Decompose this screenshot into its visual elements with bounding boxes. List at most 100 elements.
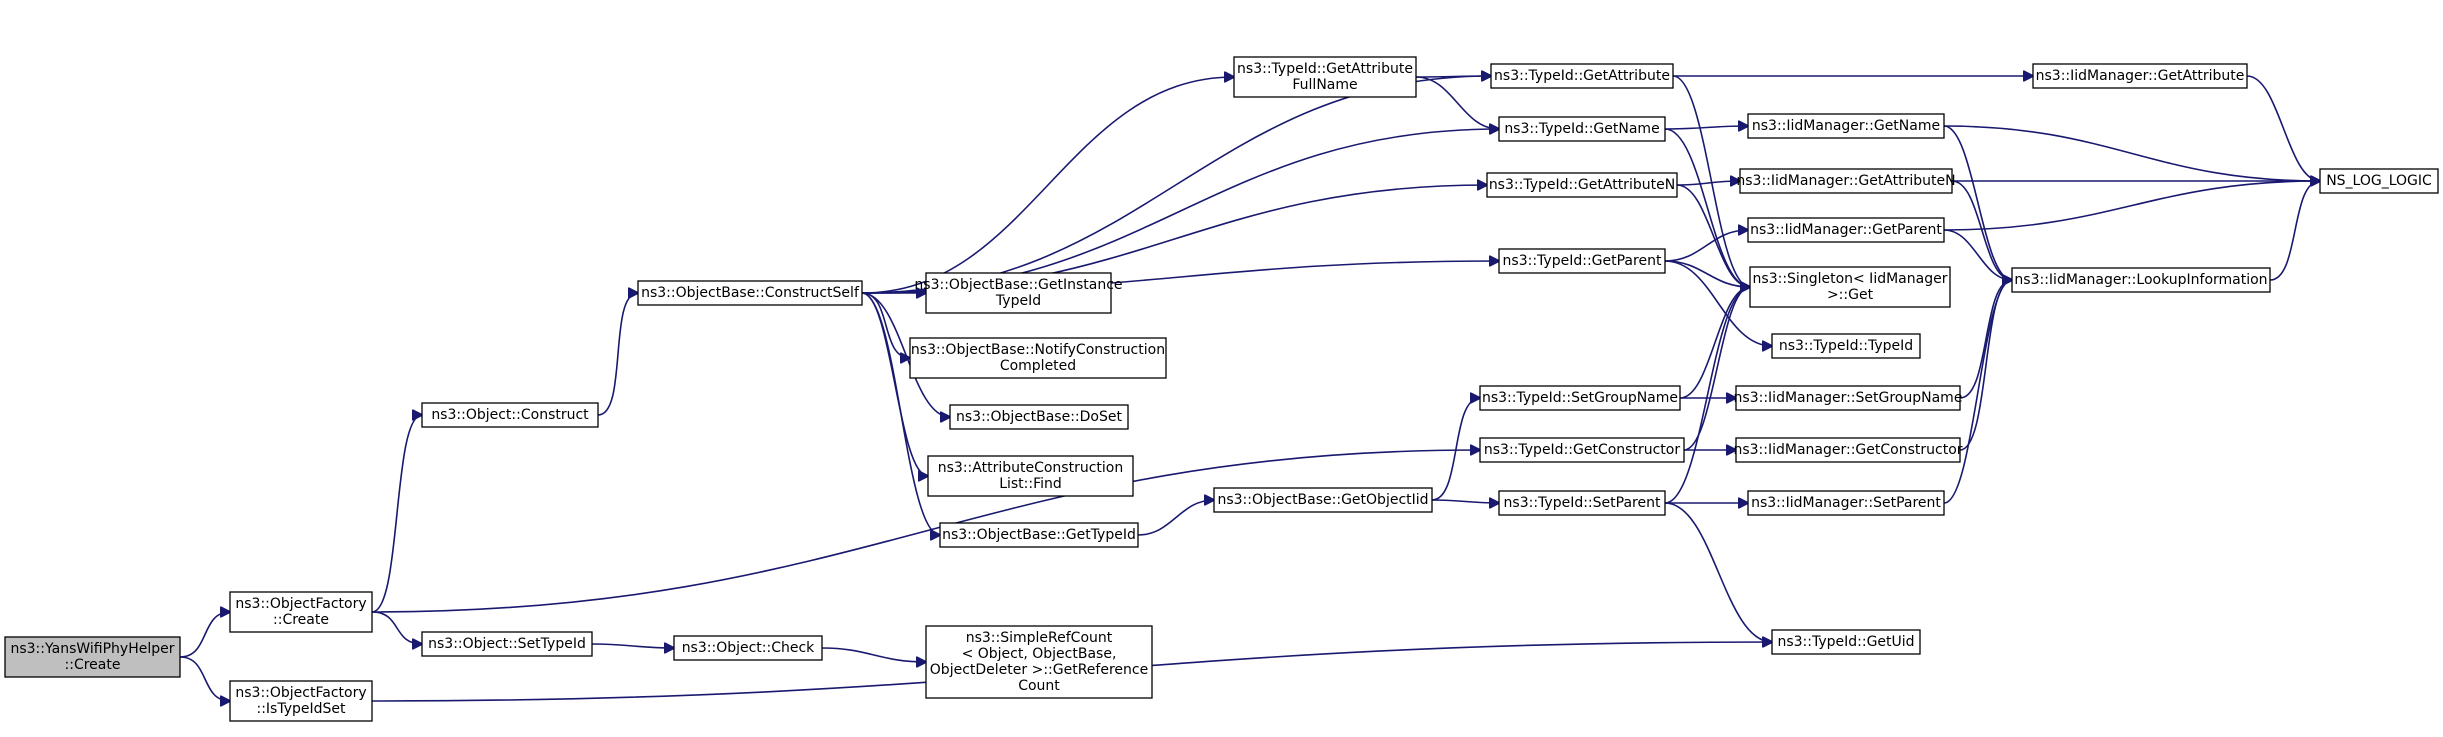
edge-ob-getobjectiid-to-tid-setgroupname: [1431, 398, 1480, 501]
node-iid-setparent[interactable]: ns3::IidManager::SetParent: [1747, 490, 1945, 516]
node-box: [1486, 172, 1678, 198]
node-label-line: ::Create: [65, 657, 121, 673]
node-box: [1739, 168, 1953, 194]
node-label-line: ns3::Object::SetTypeId: [428, 636, 586, 652]
node-label-line: ns3::IidManager::SetGroupName: [1734, 390, 1963, 406]
node-label-line: ns3::TypeId::SetParent: [1504, 495, 1661, 511]
node-box: [1233, 56, 1417, 98]
edge-obj-check-to-simplerefcount: [821, 647, 926, 662]
node-tid-setgroupname[interactable]: ns3::TypeId::SetGroupName: [1479, 385, 1681, 411]
node-label-line: ns3::TypeId::SetGroupName: [1482, 390, 1678, 406]
node-label-line: NS_LOG_LOGIC: [2326, 173, 2432, 189]
node-box: [229, 680, 373, 722]
node-label-line: ::Create: [273, 612, 329, 628]
node-label-line: ns3::ObjectBase::GetObjectIid: [1217, 492, 1428, 508]
node-tid-setparent[interactable]: ns3::TypeId::SetParent: [1498, 490, 1666, 516]
node-tid-getparent[interactable]: ns3::TypeId::GetParent: [1498, 248, 1666, 274]
node-iid-getconstructor[interactable]: ns3::IidManager::GetConstructor: [1733, 437, 1963, 463]
node-label-line: List::Find: [999, 476, 1062, 492]
node-box: [1735, 385, 1961, 411]
node-root[interactable]: ns3::YansWifiPhyHelper::Create: [4, 636, 181, 678]
node-label-line: ns3::IidManager::GetConstructor: [1733, 442, 1962, 458]
node-box: [1479, 437, 1685, 463]
edge-tid-getconstructor-to-singleton-get: [1683, 287, 1750, 451]
node-tid-getattribute[interactable]: ns3::TypeId::GetAttribute: [1490, 63, 1674, 89]
edge-ob-constructself-to-tid-getattrfullname: [861, 77, 1234, 294]
node-label-line: ns3::IidManager::SetParent: [1751, 495, 1941, 511]
node-box: [909, 337, 1167, 379]
node-box: [1498, 490, 1666, 516]
node-box: [927, 455, 1134, 497]
node-label-line: TypeId: [995, 293, 1041, 309]
edge-obj-settypeid-to-obj-check: [591, 644, 674, 648]
edge-root-to-of-istypeidset: [179, 656, 230, 701]
node-box: [1735, 437, 1961, 463]
node-label-line: Completed: [1000, 358, 1076, 374]
edge-tid-setparent-to-tid-getuid: [1664, 502, 1772, 642]
node-box: [2032, 63, 2248, 89]
node-ob-doset[interactable]: ns3::ObjectBase::DoSet: [949, 404, 1129, 430]
edge-ob-constructself-to-tid-getattribute: [861, 76, 1491, 294]
node-obj-settypeid[interactable]: ns3::Object::SetTypeId: [421, 631, 593, 657]
node-box: [1771, 629, 1921, 655]
node-tid-getattributen[interactable]: ns3::TypeId::GetAttributeN: [1486, 172, 1678, 198]
edge-tid-setgroupname-to-singleton-get: [1679, 287, 1750, 399]
node-label-line: ns3::SimpleRefCount: [966, 630, 1113, 646]
node-tid-getuid[interactable]: ns3::TypeId::GetUid: [1771, 629, 1921, 655]
edge-tid-getparent-to-iid-getparent: [1664, 230, 1748, 262]
edge-iid-lookupinformation-to-ns-log-logic: [2269, 181, 2320, 281]
node-obj-construct[interactable]: ns3::Object::Construct: [421, 402, 599, 428]
node-iid-getattributen[interactable]: ns3::IidManager::GetAttributeN: [1736, 168, 1956, 194]
node-iid-getname[interactable]: ns3::IidManager::GetName: [1747, 113, 1945, 139]
node-of-create[interactable]: ns3::ObjectFactory::Create: [229, 591, 373, 633]
node-box: [1498, 116, 1666, 142]
node-box: [1213, 487, 1433, 513]
node-of-istypeidset[interactable]: ns3::ObjectFactory::IsTypeIdSet: [229, 680, 373, 722]
node-box: [1479, 385, 1681, 411]
node-label-line: ns3::TypeId::GetAttribute: [1494, 68, 1670, 84]
node-box: [939, 522, 1139, 548]
edge-ob-constructself-to-ob-gettypeid: [861, 292, 940, 535]
edge-ob-gettypeid-to-ob-getobjectiid: [1137, 500, 1214, 536]
edge-of-create-to-tid-getconstructor: [371, 450, 1480, 613]
node-label-line: ns3::ObjectBase::NotifyConstruction: [911, 342, 1165, 358]
edge-of-create-to-obj-construct: [371, 415, 422, 613]
node-box: [949, 404, 1129, 430]
node-tid-typeid[interactable]: ns3::TypeId::TypeId: [1771, 333, 1921, 359]
node-iid-getattribute[interactable]: ns3::IidManager::GetAttribute: [2032, 63, 2248, 89]
node-ob-gettypeid[interactable]: ns3::ObjectBase::GetTypeId: [939, 522, 1139, 548]
node-label-line: ns3::IidManager::GetAttribute: [2036, 68, 2245, 84]
edge-tid-getattrfullname-to-tid-getname: [1415, 76, 1499, 129]
node-box: [1747, 490, 1945, 516]
node-box: [1747, 113, 1945, 139]
node-tid-getconstructor[interactable]: ns3::TypeId::GetConstructor: [1479, 437, 1685, 463]
node-iid-getparent[interactable]: ns3::IidManager::GetParent: [1747, 217, 1945, 243]
node-box: [421, 631, 593, 657]
edge-iid-setgroupname-to-iid-lookupinformation: [1959, 280, 2012, 399]
node-box: [1749, 266, 1951, 308]
node-label-line: ns3::TypeId::GetName: [1504, 121, 1659, 137]
node-tid-getname[interactable]: ns3::TypeId::GetName: [1498, 116, 1666, 142]
node-label-line: ns3::ObjectBase::ConstructSelf: [641, 285, 860, 301]
edge-iid-getconstructor-to-iid-lookupinformation: [1959, 280, 2012, 451]
node-box: [673, 635, 823, 661]
edge-of-create-to-obj-settypeid: [371, 611, 422, 644]
node-ns-log-logic[interactable]: NS_LOG_LOGIC: [2319, 168, 2439, 194]
node-iid-setgroupname[interactable]: ns3::IidManager::SetGroupName: [1734, 385, 1963, 411]
node-obj-check[interactable]: ns3::Object::Check: [673, 635, 823, 661]
node-ob-notify[interactable]: ns3::ObjectBase::NotifyConstructionCompl…: [909, 337, 1167, 379]
edge-iid-getname-to-ns-log-logic: [1943, 125, 2320, 181]
node-ob-getobjectiid[interactable]: ns3::ObjectBase::GetObjectIid: [1213, 487, 1433, 513]
node-singleton-get[interactable]: ns3::Singleton< IidManager>::Get: [1749, 266, 1951, 308]
node-simplerefcount[interactable]: ns3::SimpleRefCount< Object, ObjectBase,…: [925, 625, 1153, 699]
node-ob-constructself[interactable]: ns3::ObjectBase::ConstructSelf: [637, 280, 863, 306]
edge-iid-getname-to-iid-lookupinformation: [1943, 125, 2012, 280]
function-nodes: ns3::YansWifiPhyHelper::Createns3::Objec…: [4, 56, 2439, 722]
call-edges: [179, 76, 2320, 701]
node-iid-lookupinformation[interactable]: ns3::IidManager::LookupInformation: [2011, 267, 2271, 293]
node-label-line: ns3::AttributeConstruction: [938, 460, 1123, 476]
